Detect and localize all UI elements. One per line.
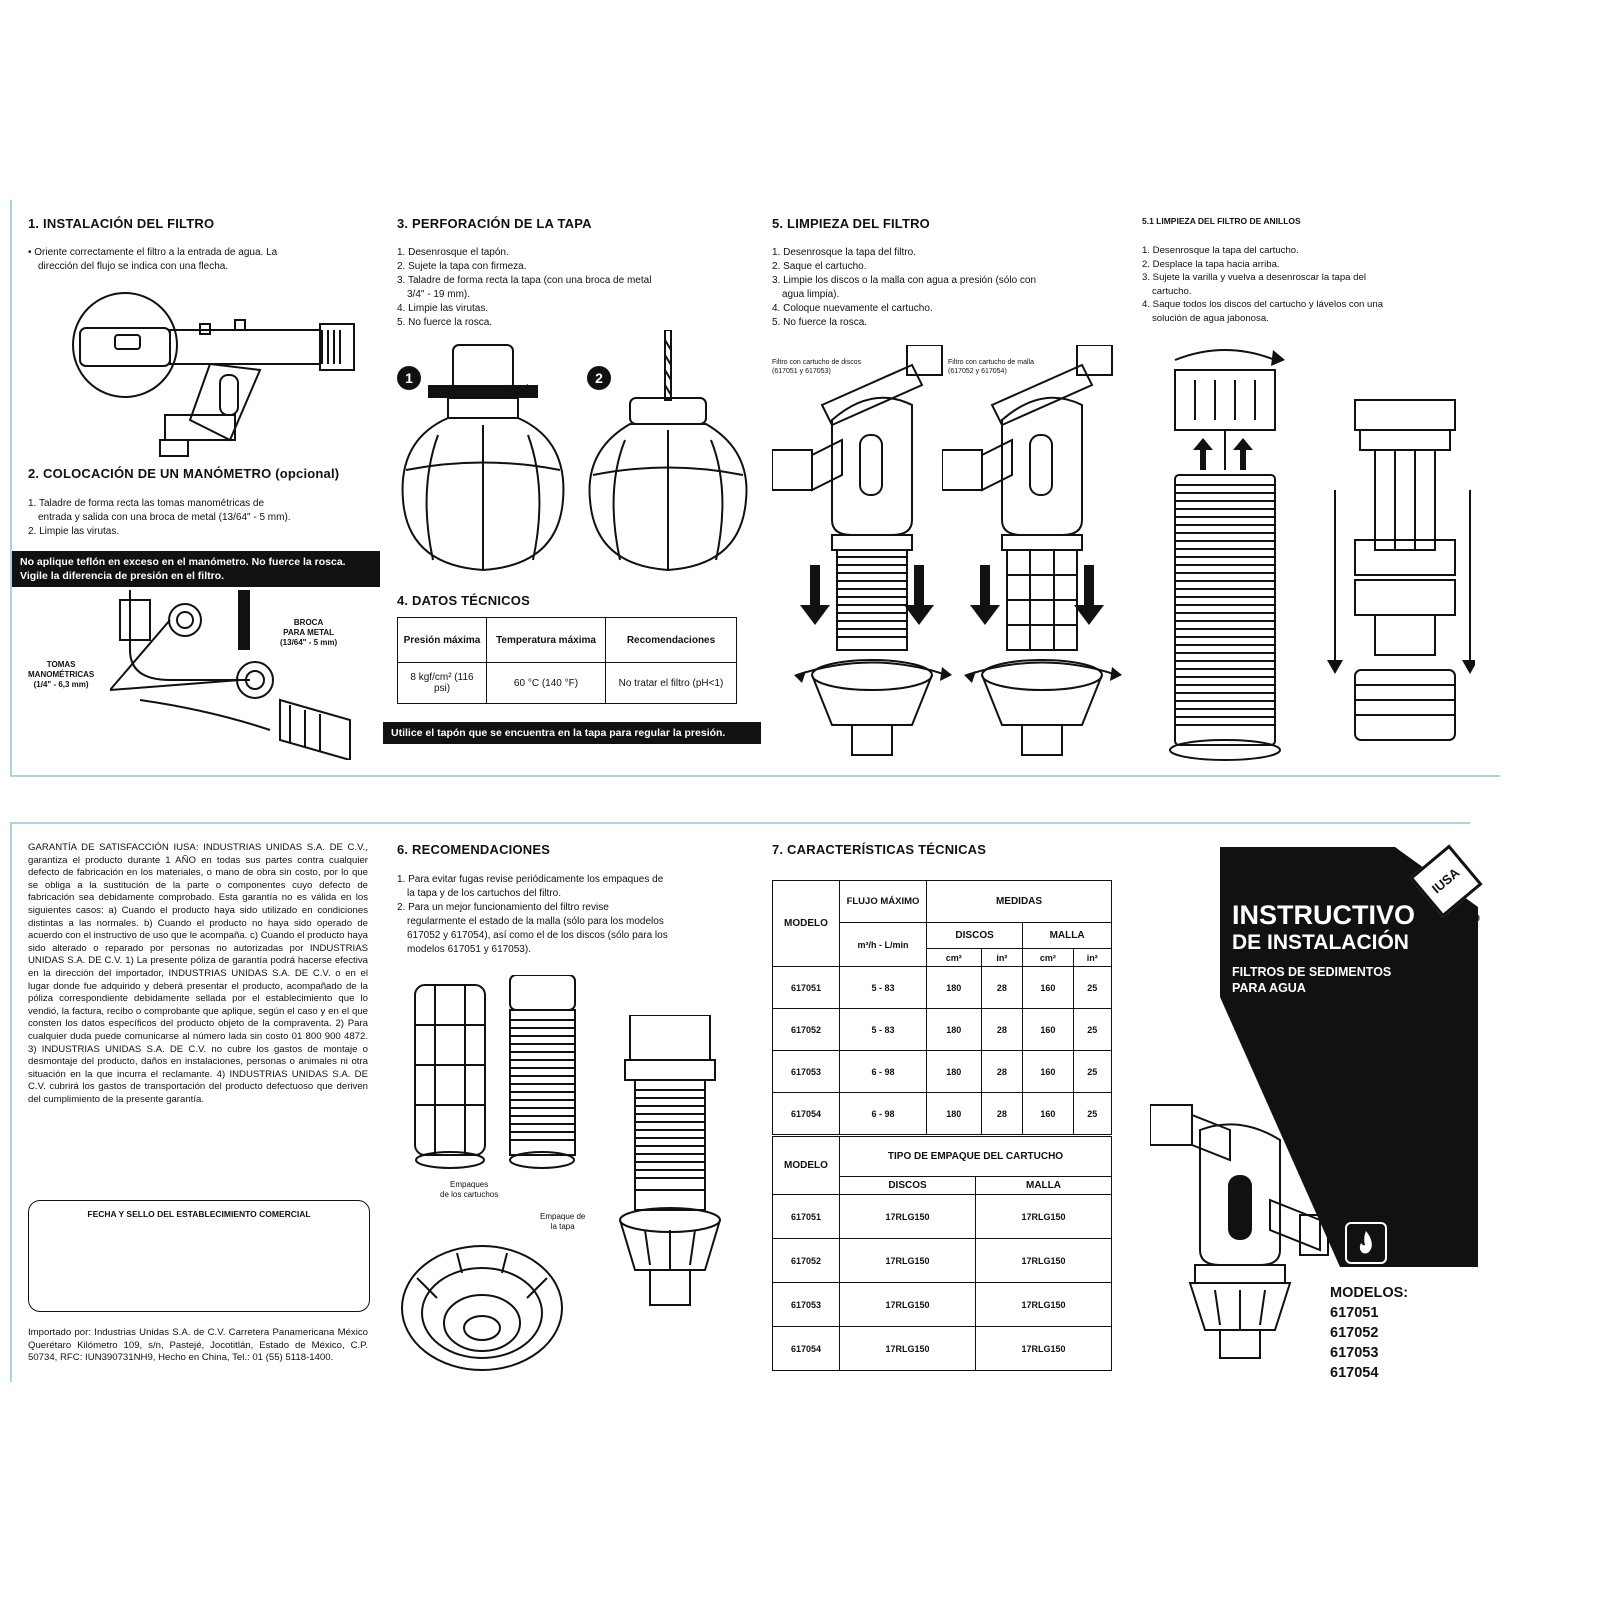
- modelos-list: MODELOS: 617051 617052 617053 617054: [1330, 1285, 1409, 1381]
- th-modelo: MODELO: [772, 880, 840, 967]
- th-presion: Presión máxima: [397, 617, 487, 663]
- section-5-1-text: 1. Desenrosque la tapa del cartucho. 2. …: [1142, 245, 1384, 324]
- section-1-text: • Oriente correctamente el filtro a la e…: [28, 247, 278, 272]
- iusa-year: 1939: [1462, 914, 1480, 923]
- label-disc-filter: Filtro con cartucho de discos (617051 y …: [772, 359, 862, 375]
- section-4-title: 4. DATOS TÉCNICOS: [397, 593, 530, 608]
- cover-title: INSTRUCTIVO DE INSTALACIÓN FILTROS DE SE…: [1232, 900, 1416, 995]
- unit-in-malla: in²: [1072, 948, 1113, 967]
- th-discos-2: DISCOS: [839, 1176, 976, 1195]
- td-recomendaciones: No tratar el filtro (pH<1): [605, 662, 737, 704]
- section-6-text: 1. Para evitar fugas revise periódicamen…: [397, 874, 668, 955]
- label-cartridge-gaskets: Empaques de los cartuchos: [440, 1180, 499, 1199]
- th-flujo-unit: m³/h - L/min: [839, 922, 927, 967]
- section-5-title: 5. LIMPIEZA DEL FILTRO: [772, 216, 930, 231]
- td-presion: 8 kgf/cm² (116 psi): [397, 662, 487, 704]
- th-recomendaciones: Recomendaciones: [605, 617, 737, 663]
- warranty-text: GARANTÍA DE SATISFACCIÓN IUSA: INDUSTRIA…: [28, 842, 368, 1105]
- unit-cm-discos: cm²: [926, 948, 982, 967]
- label-cap-gasket: Empaque de la tapa: [540, 1212, 586, 1231]
- gasket-type-table: MODELO TIPO DE EMPAQUE DEL CARTUCHO DISC…: [772, 1136, 1113, 1371]
- cover-panel: [1220, 847, 1478, 1267]
- filter-installation-illustration: [60, 290, 360, 460]
- importer-text: Importado por: Industrias Unidas S.A. de…: [28, 1327, 368, 1364]
- drill-cap-illustration: [585, 330, 755, 580]
- cap-unscrew-illustration: [398, 340, 568, 580]
- th-modelo-2: MODELO: [772, 1136, 840, 1195]
- cover-filter-illustration: [1150, 1100, 1330, 1360]
- td-temperatura: 60 °C (140 °F): [486, 662, 606, 704]
- label-mesh-filter: Filtro con cartucho de malla (617052 y 6…: [948, 359, 1034, 375]
- pressure-note: Utilice el tapón que se encuentra en la …: [383, 722, 761, 744]
- stamp-label: FECHA Y SELLO DEL ESTABLECIMIENTO COMERC…: [87, 1209, 311, 1219]
- stamp-box: FECHA Y SELLO DEL ESTABLECIMIENTO COMERC…: [28, 1200, 370, 1312]
- section-1-title: 1. INSTALACIÓN DEL FILTRO: [28, 216, 215, 231]
- th-tipo-empaque: TIPO DE EMPAQUE DEL CARTUCHO: [839, 1136, 1112, 1177]
- section-7-title: 7. CARACTERÍSTICAS TÉCNICAS: [772, 842, 987, 857]
- ring-filter-disassembly-illustration: [1165, 340, 1475, 765]
- th-discos: DISCOS: [925, 922, 1024, 949]
- unit-in-discos: in²: [980, 948, 1024, 967]
- disc-filter-cleaning-illustration: [772, 345, 952, 760]
- divider-left-top: [10, 200, 12, 775]
- characteristics-table: MODELO FLUJO MÁXIMO MEDIDAS m³/h - L/min…: [772, 880, 1113, 1135]
- mesh-filter-cleaning-illustration: [942, 345, 1122, 760]
- step-2-badge: 2: [587, 366, 611, 390]
- section-3-title: 3. PERFORACIÓN DE LA TAPA: [397, 216, 592, 231]
- unit-cm-malla: cm²: [1022, 948, 1074, 967]
- section-5-text: 1. Desenrosque la tapa del filtro. 2. Sa…: [772, 247, 1037, 328]
- label-broca: BROCA PARA METAL (13/64" - 5 mm): [280, 618, 338, 647]
- section-3-text: 1. Desenrosque el tapón. 2. Sujete la ta…: [397, 247, 652, 328]
- th-malla: MALLA: [1022, 922, 1112, 949]
- th-medidas: MEDIDAS: [926, 880, 1112, 923]
- cartridges-illustration: [410, 975, 590, 1175]
- divider-top: [10, 775, 1500, 777]
- divider-left-bottom: [10, 822, 12, 1382]
- section-6-title: 6. RECOMENDACIONES: [397, 842, 551, 857]
- th-flujo: FLUJO MÁXIMO: [839, 880, 927, 923]
- filter-body-illustration: [615, 1015, 735, 1315]
- section-2-title: 2. COLOCACIÓN DE UN MANÓMETRO (opcional): [28, 466, 340, 481]
- flame-icon: [1345, 1222, 1387, 1264]
- th-malla-2: MALLA: [974, 1176, 1113, 1195]
- manometer-warning: No aplique teflón en exceso en el manóme…: [12, 551, 380, 587]
- section-2-text: 1. Taladre de forma recta las tomas mano…: [28, 498, 291, 537]
- th-temperatura: Temperatura máxima: [486, 617, 606, 663]
- step-1-badge: 1: [397, 366, 421, 390]
- section-5-1-title: 5.1 LIMPIEZA DEL FILTRO DE ANILLOS: [1142, 216, 1301, 226]
- label-tomas: TOMAS MANOMÉTRICAS (1/4" - 6,3 mm): [28, 660, 95, 689]
- cap-gasket-illustration: [397, 1238, 567, 1378]
- divider-bottom: [10, 822, 1470, 824]
- technical-data-table: Presión máxima Temperatura máxima Recome…: [397, 617, 737, 704]
- manometer-illustration: [110, 590, 360, 760]
